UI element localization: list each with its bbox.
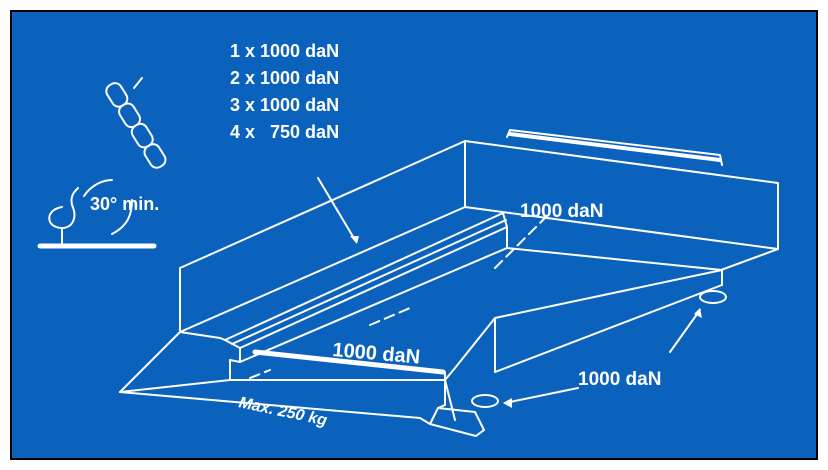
max-weight-label: Max. 250 kg bbox=[237, 394, 329, 429]
chain-angle-icon bbox=[37, 77, 167, 249]
side-load-label: 1000 daN bbox=[578, 369, 661, 390]
front-load-label: 1000 daN bbox=[332, 339, 421, 369]
pallet-body bbox=[119, 129, 779, 437]
load-line-1: 1 x 1000 daN bbox=[230, 41, 339, 61]
arrow-front-lug bbox=[504, 387, 579, 404]
load-line-2: 2 x 1000 daN bbox=[230, 68, 339, 88]
rear-load-label: 1000 daN bbox=[520, 201, 603, 222]
arrow-right-lug bbox=[669, 309, 701, 353]
load-line-3: 3 x 1000 daN bbox=[230, 95, 339, 115]
angle-label: 30° min. bbox=[90, 194, 159, 214]
diagram-panel bbox=[10, 10, 818, 460]
header-callout-line bbox=[317, 177, 356, 241]
load-line-4: 4 x 750 daN bbox=[230, 122, 339, 142]
